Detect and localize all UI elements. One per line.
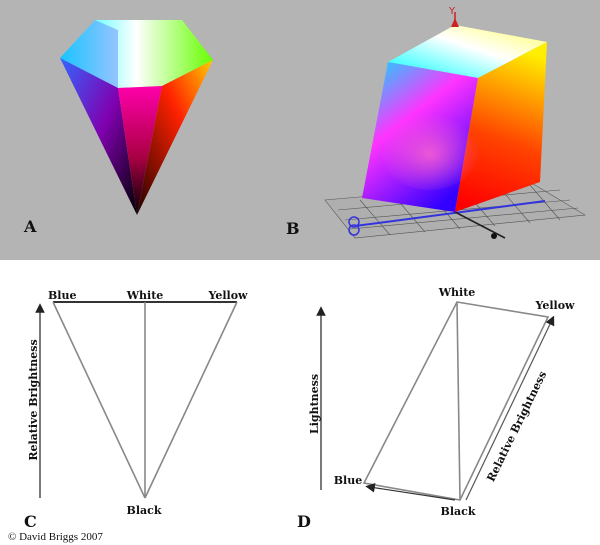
- panel-c-white: White: [126, 289, 164, 302]
- panel-d-label: D: [297, 512, 311, 531]
- copyright-credit: © David Briggs 2007: [8, 531, 103, 543]
- panel-a-solid: [60, 20, 213, 215]
- panel-b-dark-axis: [454, 211, 506, 239]
- panel-d-yellow: Yellow: [534, 299, 575, 312]
- panel-d-blue: Blue: [334, 474, 362, 487]
- panel-d-bottom-arrow: [365, 482, 456, 501]
- panel-a-label: A: [23, 217, 37, 236]
- panel-c-diagram: [52, 301, 238, 499]
- panel-c-blue: Blue: [48, 289, 76, 302]
- panel-c-left-edge: [52, 301, 146, 499]
- panel-b-cube: [362, 25, 547, 212]
- panel-b-blue-axis: [354, 200, 546, 227]
- panel-d-diagram: [362, 301, 550, 501]
- panel-d-brightness-arrow: [465, 315, 555, 501]
- panel-c-right-edge: [144, 301, 238, 499]
- panel-d-white: White: [438, 286, 476, 299]
- panel-b-y-label: Y: [448, 6, 456, 17]
- panel-d-lightness-label: Lightness: [308, 374, 321, 434]
- panel-c-label: C: [24, 512, 37, 531]
- panel-c-axis-label: Relative Brightness: [27, 339, 40, 460]
- panel-d-brightness-label: Relative Brightness: [484, 369, 549, 484]
- panel-c-yellow: Yellow: [207, 289, 248, 302]
- panel-c-black: Black: [127, 504, 162, 517]
- panel-b-blue-marker: [348, 216, 360, 228]
- panel-b-label: B: [286, 219, 300, 238]
- panel-d-black: Black: [441, 505, 476, 518]
- panel-d-outline: [362, 301, 550, 501]
- panel-d-center-edge: [456, 301, 461, 501]
